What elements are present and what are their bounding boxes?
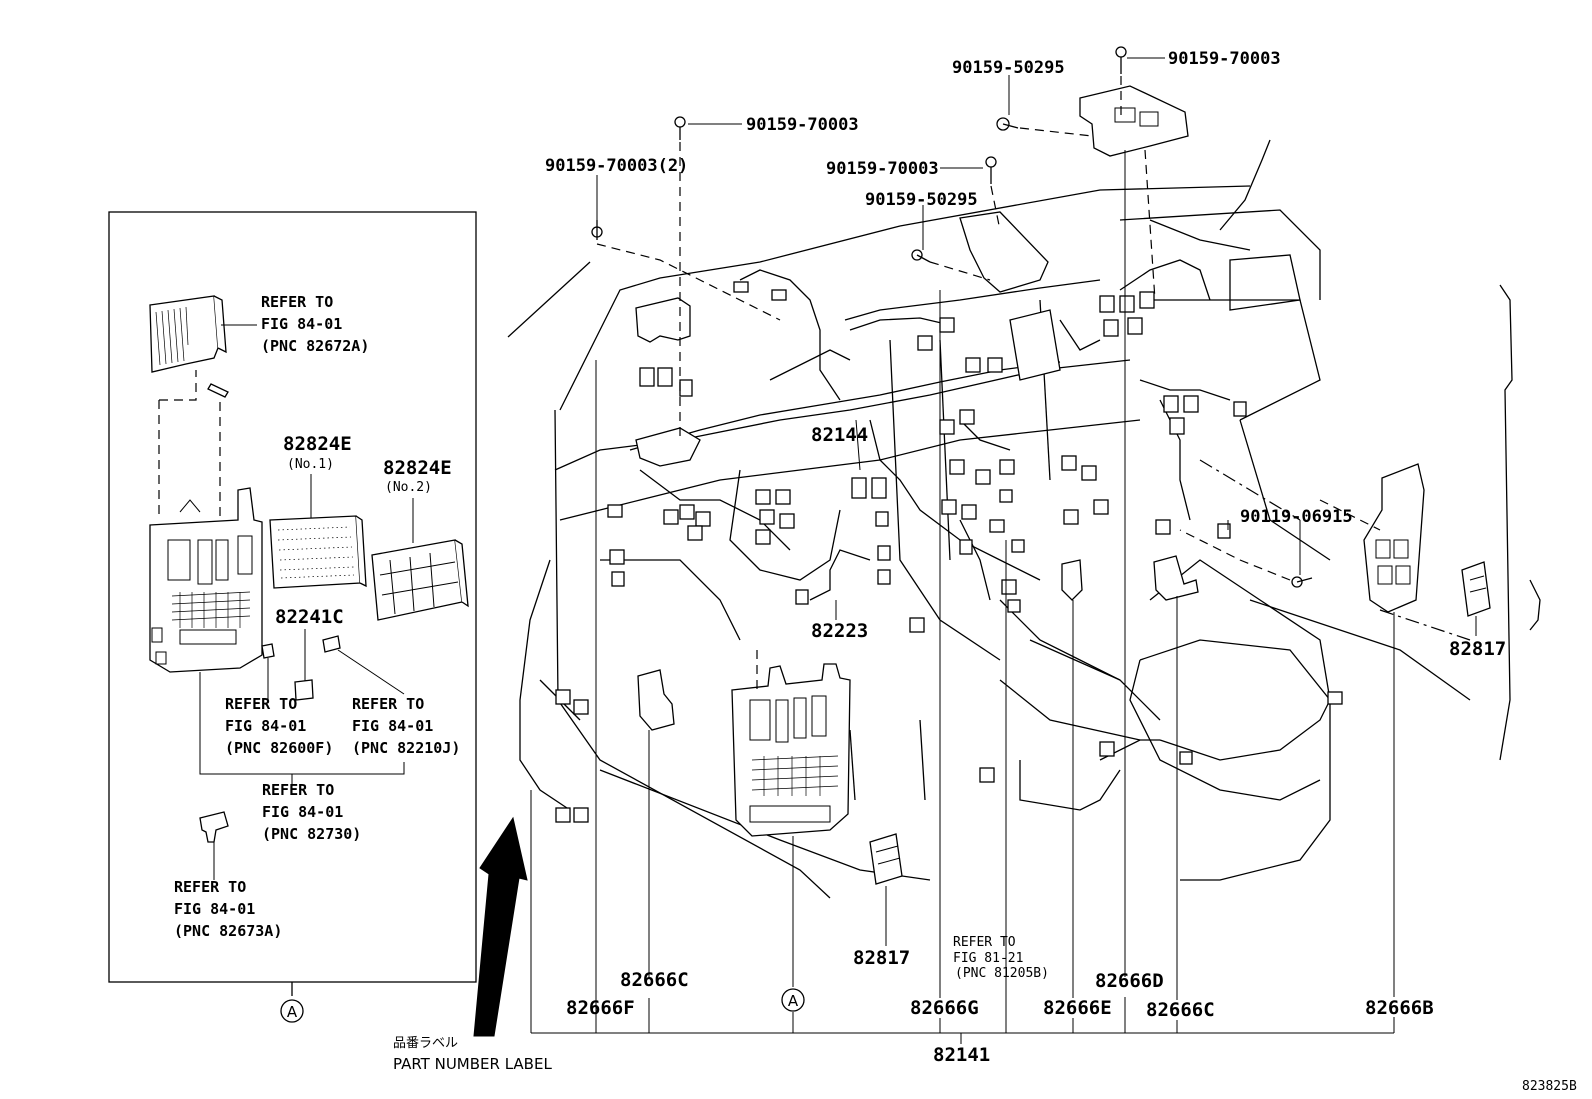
part-number-label: PART NUMBER LABEL: [393, 1055, 552, 1073]
label-82824E-no1: 82824E: [283, 433, 352, 455]
ref-82673A-l2: FIG 84-01: [174, 900, 255, 918]
label-82666G: 82666G: [910, 997, 979, 1019]
ref-82210J-l2: FIG 84-01: [352, 717, 433, 735]
ref-82673A-l1: REFER TO: [174, 878, 246, 896]
label-82666C-left: 82666C: [620, 969, 689, 991]
junction-block-inset: [149, 487, 263, 673]
label-82666F: 82666F: [566, 997, 635, 1019]
bolt-icon: [996, 117, 1019, 131]
label-bolt-90159-70003-center: 90159-70003: [826, 159, 939, 179]
bolt-leaders: [596, 57, 1301, 575]
label-82666D: 82666D: [1095, 970, 1164, 992]
label-82666B: 82666B: [1365, 997, 1434, 1019]
label-bolt-90119-06915: 90119-06915: [1240, 507, 1353, 527]
ref-82210J-l1: REFER TO: [352, 695, 424, 713]
label-bolt-90159-70003-mid: 90159-70003: [746, 115, 859, 135]
part-number-label-jp: 品番ラベル: [393, 1036, 458, 1051]
assembly-lines: [596, 76, 1471, 690]
label-bolt-90159-50295-top: 90159-50295: [952, 58, 1065, 78]
relay-82824E-no2: [371, 539, 469, 621]
label-bolt-90159-70003-2: 90159-70003(2): [545, 156, 688, 176]
bolt-icon: [911, 249, 931, 263]
ref-82672A-l3: (PNC 82672A): [261, 337, 369, 355]
ref-81205B-l2: FIG 81-21: [953, 951, 1023, 966]
bracket-82666G: [959, 211, 1061, 381]
label-bolt-90159-50295-center: 90159-50295: [865, 190, 978, 210]
label-82817-right: 82817: [1449, 638, 1506, 660]
label-82141: 82141: [933, 1044, 990, 1066]
ref-82210J-l3: (PNC 82210J): [352, 739, 460, 757]
fuse-box-cover: [149, 295, 227, 373]
label-82824E-no2-sub: (No.2): [385, 480, 432, 495]
label-82666C-right: 82666C: [1146, 999, 1215, 1021]
label-82817-mid: 82817: [853, 947, 910, 969]
label-82241C: 82241C: [275, 606, 344, 628]
ref-81205B-l3: (PNC 81205B): [955, 966, 1049, 981]
bolt-icon: [1115, 46, 1127, 74]
bolt-icon-group: [591, 46, 1313, 588]
relay-82817-right: [1461, 561, 1491, 617]
bracket-82666C-right: [1153, 555, 1199, 601]
ref-82672A-l2: FIG 84-01: [261, 315, 342, 333]
bracket-82666E: [1061, 559, 1083, 601]
label-82824E-no2: 82824E: [383, 457, 452, 479]
main-marker: A: [788, 992, 799, 1010]
inset-marker-circle: [280, 999, 304, 1023]
bolt-icon: [985, 156, 997, 184]
ref-82600F-l1: REFER TO: [225, 695, 297, 713]
bolt-icon: [674, 116, 686, 140]
part-number-label-arrow: [473, 816, 528, 1037]
ref-82730-l2: FIG 84-01: [262, 803, 343, 821]
bracket-82666B: [1363, 463, 1425, 613]
main-marker-circle: [781, 988, 805, 1012]
part-leaders: [530, 150, 1477, 1044]
ref-81205B-l1: REFER TO: [953, 935, 1016, 950]
bracket-82666D: [1079, 85, 1189, 157]
ref-82730-l3: (PNC 82730): [262, 825, 361, 843]
label-bolt-90159-70003-top: 90159-70003: [1168, 49, 1281, 69]
ref-82600F-l3: (PNC 82600F): [225, 739, 333, 757]
fuse-puller-part: [207, 383, 229, 398]
relay-82241C: [294, 679, 314, 701]
junction-block-main: [731, 663, 851, 837]
ref-82672A-l1: REFER TO: [261, 293, 333, 311]
label-82824E-no1-sub: (No.1): [287, 457, 334, 472]
ref-82673A-l3: (PNC 82673A): [174, 922, 282, 940]
relay-82824E-no1: [269, 515, 367, 589]
inset-panel: A REFER TO FIG 84-01 (PNC 82672A): [108, 211, 477, 1023]
ref-82730-l1: REFER TO: [262, 781, 334, 799]
inset-marker: A: [287, 1003, 298, 1021]
label-82144: 82144: [811, 424, 868, 446]
bracket-82666F: [635, 297, 701, 467]
bracket-82666C-left: [637, 669, 675, 731]
clip-82673A: [199, 811, 229, 843]
label-82223: 82223: [811, 620, 868, 642]
bolt-icon: [591, 220, 603, 240]
relay-82817-mid: [869, 833, 903, 885]
figure-code: 823825B: [1522, 1079, 1577, 1094]
connectors: [555, 281, 1343, 823]
label-82666E: 82666E: [1043, 997, 1112, 1019]
bolt-icon: [1291, 576, 1313, 588]
ref-82600F-l2: FIG 84-01: [225, 717, 306, 735]
